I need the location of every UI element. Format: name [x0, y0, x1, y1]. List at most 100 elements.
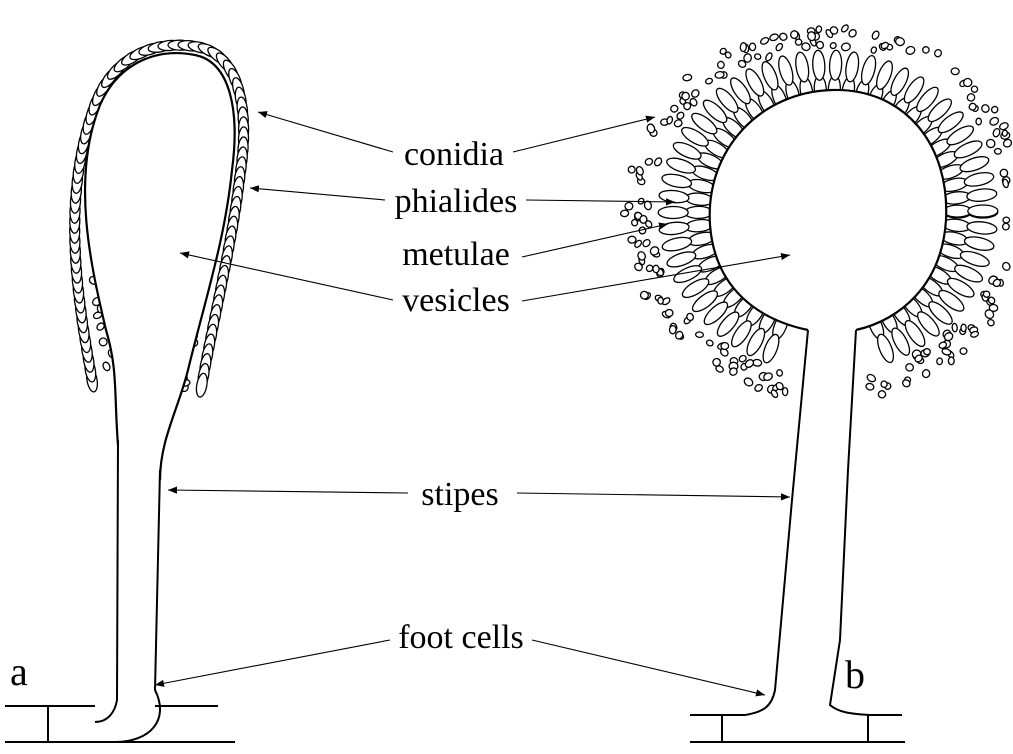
conidium	[951, 68, 959, 75]
conidium	[937, 358, 943, 365]
conidium	[705, 77, 713, 84]
conidium	[1001, 261, 1011, 272]
phialide	[776, 55, 796, 87]
conidium	[658, 297, 664, 304]
conidium	[848, 28, 858, 38]
vesicle-b	[710, 90, 947, 330]
conidium	[620, 210, 629, 217]
conidium	[740, 43, 747, 52]
phialide	[661, 235, 693, 253]
phialide	[659, 221, 690, 236]
conidium	[673, 119, 683, 128]
conidium	[948, 357, 954, 365]
panel-label-b: b	[845, 652, 865, 697]
conidium	[960, 348, 967, 355]
conidium	[639, 215, 647, 223]
conidium	[666, 116, 673, 125]
conidium	[644, 157, 653, 166]
label-conidia: conidia	[404, 136, 504, 173]
phialide	[963, 170, 995, 188]
conidium	[690, 88, 700, 98]
conidium	[985, 138, 996, 149]
conidium	[986, 318, 995, 327]
conidium	[695, 332, 703, 338]
conidium	[775, 42, 784, 51]
conidium	[952, 323, 958, 332]
conidium	[1003, 217, 1010, 223]
conidium	[1002, 222, 1010, 230]
conidium	[971, 86, 978, 93]
conidium	[1000, 169, 1008, 177]
stipe-a	[95, 440, 160, 742]
phialide	[661, 172, 693, 190]
conidium	[865, 382, 875, 390]
conidium	[922, 369, 931, 378]
phialide	[829, 50, 842, 81]
conidium	[743, 53, 752, 63]
conidium	[989, 304, 998, 312]
arrow-stipes-b	[517, 493, 790, 497]
conidium	[102, 361, 112, 372]
conidium	[989, 116, 1000, 127]
conidium	[923, 348, 931, 355]
panel-label-a: a	[10, 649, 28, 694]
foot-cell-a	[5, 706, 235, 742]
conidium	[829, 42, 837, 50]
conidium	[759, 36, 769, 45]
conidium	[815, 25, 822, 33]
conidium	[841, 42, 851, 51]
conidiophore-a	[5, 39, 249, 742]
phialide	[966, 220, 997, 235]
arrow-stipes-a	[168, 490, 408, 493]
conidium	[905, 363, 914, 372]
conidium	[990, 105, 998, 114]
label-phialides: phialides	[395, 183, 518, 220]
conidium	[653, 157, 663, 167]
phialide	[859, 54, 878, 86]
phialide	[794, 51, 811, 83]
phialide	[968, 205, 998, 217]
conidium	[871, 30, 880, 40]
conidium	[878, 390, 887, 399]
conidium	[676, 111, 686, 121]
conidium	[964, 78, 972, 86]
conidium	[922, 46, 929, 53]
conidium	[749, 43, 755, 51]
conidium	[743, 376, 755, 387]
conidium	[870, 46, 877, 54]
conidiophore-b	[620, 24, 1013, 742]
conidium	[1002, 130, 1008, 137]
conidium	[999, 121, 1010, 130]
phialide	[844, 51, 861, 83]
conidium	[934, 49, 943, 58]
conidium	[941, 348, 951, 356]
label-foot-cells: foot cells	[398, 619, 524, 656]
conidium	[778, 32, 788, 42]
phialide	[658, 206, 688, 218]
conidium	[637, 251, 647, 262]
conidium	[994, 148, 1001, 154]
arrow-conidia-a	[258, 112, 393, 152]
phialide	[963, 235, 995, 253]
conidium	[776, 369, 783, 377]
conidium	[866, 373, 877, 383]
conidium	[706, 339, 715, 347]
label-metulae: metulae	[402, 236, 510, 273]
conidium	[905, 45, 916, 55]
conidium	[992, 128, 1001, 138]
conidium	[669, 325, 676, 334]
conidium	[840, 24, 849, 33]
phialide	[966, 187, 997, 202]
conidium	[625, 202, 633, 210]
arrow-foot-cells-a	[155, 640, 390, 685]
foot-cell-b	[690, 715, 905, 742]
conidium	[642, 238, 652, 248]
conidium	[670, 104, 679, 112]
conidium	[98, 336, 109, 347]
conidium	[754, 53, 762, 60]
conidium	[815, 40, 824, 49]
label-stipes: stipes	[421, 476, 498, 513]
vesicle-a	[85, 53, 235, 480]
conidium	[682, 74, 692, 82]
